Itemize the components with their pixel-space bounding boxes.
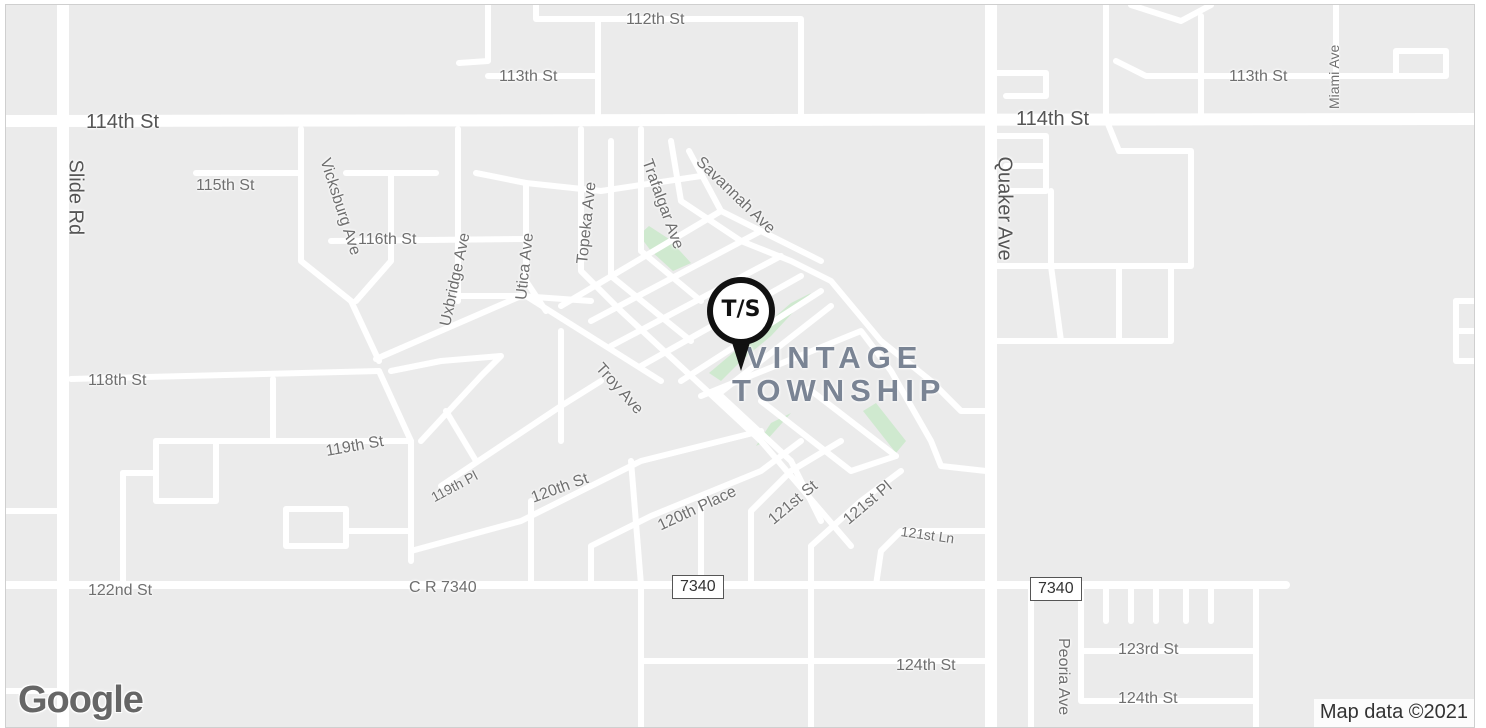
district-label-line2: TOWNSHIP [732, 373, 947, 408]
district-label-line1: VINTAGE [746, 340, 924, 375]
street-label-118th: 118th St [88, 372, 147, 389]
street-label-114th-east: 114th St [1016, 108, 1090, 130]
street-label-123rd: 123rd St [1118, 641, 1179, 658]
map-attribution: Map data ©2021 [1313, 699, 1474, 727]
street-label-115th: 115th St [196, 177, 255, 194]
road-network [6, 5, 1474, 727]
street-label-116th: 116th St [358, 231, 417, 248]
street-label-114th-west: 114th St [86, 111, 160, 133]
street-label-124th-east: 124th St [1118, 690, 1178, 707]
street-label-113th-east: 113th St [1229, 68, 1288, 85]
street-label-cr7340: C R 7340 [409, 579, 477, 596]
street-label-peoria: Peoria Ave [1055, 638, 1072, 716]
location-marker[interactable]: T/S [703, 273, 779, 382]
street-label-113th-west: 113th St [499, 68, 558, 85]
route-shield-7340-east: 7340 [1030, 577, 1082, 601]
map-pin-icon [707, 277, 775, 371]
marker-label: T/S [721, 297, 761, 322]
street-label-112th: 112th St [626, 11, 685, 28]
street-label-quaker: Quaker Ave [993, 156, 1016, 261]
map-canvas[interactable]: 112th St 113th St 113th St 114th St 114t… [5, 4, 1475, 728]
street-label-124th-west: 124th St [896, 657, 956, 674]
district-label: VINTAGE TOWNSHIP [732, 340, 947, 407]
street-label-122nd: 122nd St [88, 582, 153, 599]
google-logo[interactable]: Google [18, 679, 144, 721]
park [863, 403, 906, 453]
park [639, 226, 691, 271]
street-label-slide-rd: Slide Rd [64, 159, 87, 236]
route-shield-7340-west: 7340 [672, 575, 724, 599]
street-label-miami: Miami Ave [1326, 44, 1342, 109]
